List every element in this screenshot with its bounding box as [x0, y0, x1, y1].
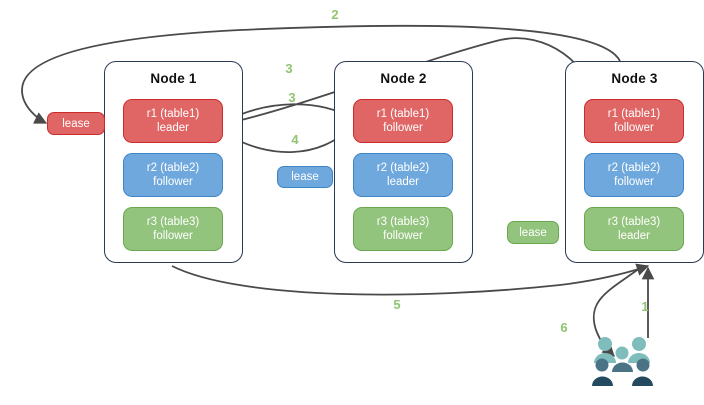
- node-title: Node 1: [150, 71, 197, 86]
- edge-step-5: [171, 263, 650, 296]
- node-title: Node 3: [611, 71, 658, 86]
- replica-line1: r1 (table1): [376, 108, 430, 120]
- replica-line2: leader: [387, 176, 419, 188]
- replica-line1: r2 (table2): [607, 162, 661, 174]
- node-box-node1[interactable]: Node 1 r1 (table1) leader r2 (table2) fo…: [104, 61, 243, 263]
- node-box-node2[interactable]: Node 2 r1 (table1) follower r2 (table2) …: [334, 61, 473, 263]
- replica-n3r2[interactable]: r2 (table2) follower: [584, 153, 684, 197]
- step-label-3a: 3: [285, 61, 293, 76]
- step-label-4: 4: [291, 132, 299, 147]
- replica-n1r3[interactable]: r3 (table3) follower: [123, 207, 223, 251]
- lease-badge-r2[interactable]: lease: [277, 166, 333, 188]
- replica-n1r1[interactable]: r1 (table1) leader: [123, 99, 223, 143]
- replica-line1: r3 (table3): [146, 216, 200, 228]
- step-label-2: 2: [331, 7, 339, 22]
- edge-step-3-lower: [223, 103, 354, 123]
- node-box-node3[interactable]: Node 3 r1 (table1) follower r2 (table2) …: [565, 61, 704, 263]
- replica-line1: r3 (table3): [607, 216, 661, 228]
- replica-n2r3[interactable]: r3 (table3) follower: [353, 207, 453, 251]
- replica-line1: r1 (table1): [146, 108, 200, 120]
- replica-line2: follower: [153, 176, 193, 188]
- step-label-1: 1: [641, 299, 649, 314]
- replica-line2: follower: [614, 122, 654, 134]
- replica-line2: follower: [383, 230, 423, 242]
- replica-line1: r2 (table2): [376, 162, 430, 174]
- replica-line1: r1 (table1): [607, 108, 661, 120]
- replica-n3r3[interactable]: r3 (table3) leader: [584, 207, 684, 251]
- replica-line2: follower: [383, 122, 423, 134]
- replica-n2r2[interactable]: r2 (table2) leader: [353, 153, 453, 197]
- node-title: Node 2: [380, 71, 427, 86]
- step-label-5: 5: [393, 297, 401, 312]
- replica-line1: r3 (table3): [376, 216, 430, 228]
- step-label-6: 6: [560, 320, 568, 335]
- replica-n1r2[interactable]: r2 (table2) follower: [123, 153, 223, 197]
- replica-line2: follower: [153, 230, 193, 242]
- lease-badge-r3[interactable]: lease: [507, 221, 559, 244]
- replica-line1: r2 (table2): [146, 162, 200, 174]
- replica-n2r1[interactable]: r1 (table1) follower: [353, 99, 453, 143]
- replica-line2: leader: [618, 230, 650, 242]
- replica-line2: follower: [614, 176, 654, 188]
- users-icon: [592, 337, 653, 386]
- replica-line2: leader: [157, 122, 189, 134]
- lease-badge-r1[interactable]: lease: [47, 112, 105, 135]
- step-label-3b: 3: [288, 90, 296, 105]
- replica-n3r1[interactable]: r1 (table1) follower: [584, 99, 684, 143]
